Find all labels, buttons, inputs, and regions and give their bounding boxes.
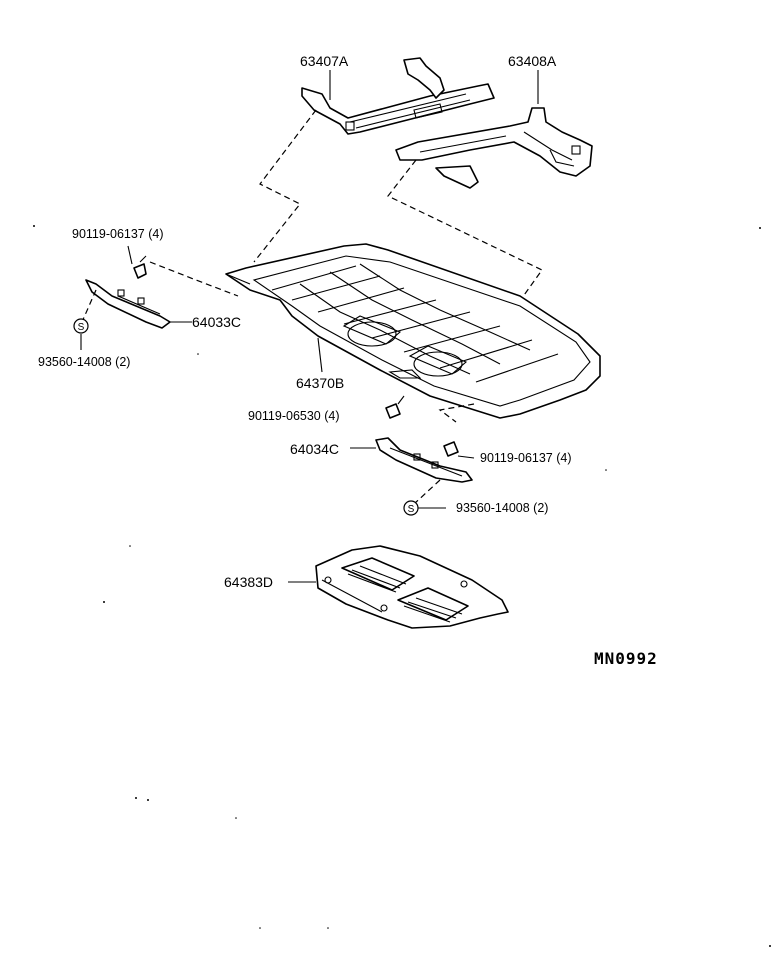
connector-63407a [253,109,317,263]
diagram-code: MN0992 [594,649,658,668]
label-90119-06137-left: 90119-06137 (4) [72,227,164,241]
label-90119-06137-right: 90119-06137 (4) [480,451,572,465]
label-64033c: 64033C [192,314,241,330]
leader-64370b [317,337,323,373]
label-64034c: 64034C [290,441,339,457]
screw-90119-06137-left [127,245,147,279]
connector-left-clip [81,289,97,323]
floor-mat-64383d [288,545,509,629]
clip-93560-14008-left: S [73,318,89,350]
screw-90119-06137-right [443,441,475,459]
label-63407a: 63407A [300,53,349,69]
connector-lower [438,403,475,423]
label-90119-06530: 90119-06530 (4) [248,409,340,423]
side-bracket-64033c [85,279,192,329]
bracket-63408a [395,107,593,189]
bracket-63407a [301,57,495,135]
connector-63408a [387,159,543,341]
console-tray-64370b [225,243,601,419]
label-64370b: 64370B [296,375,344,391]
label-63408a: 63408A [508,53,557,69]
clip-93560-14008-right: S [403,500,446,516]
connector-right-clip [413,479,441,505]
clip-symbol-right: S [408,504,415,515]
label-93560-14008-left: 93560-14008 (2) [38,355,130,369]
label-93560-14008-right: 93560-14008 (2) [456,501,548,515]
label-64383d: 64383D [224,574,273,590]
screw-90119-06530 [385,395,405,419]
clip-symbol-left: S [78,322,85,333]
connector-left-screw [149,261,239,297]
scan-specks [33,225,771,947]
side-bracket-64034c [350,437,473,483]
